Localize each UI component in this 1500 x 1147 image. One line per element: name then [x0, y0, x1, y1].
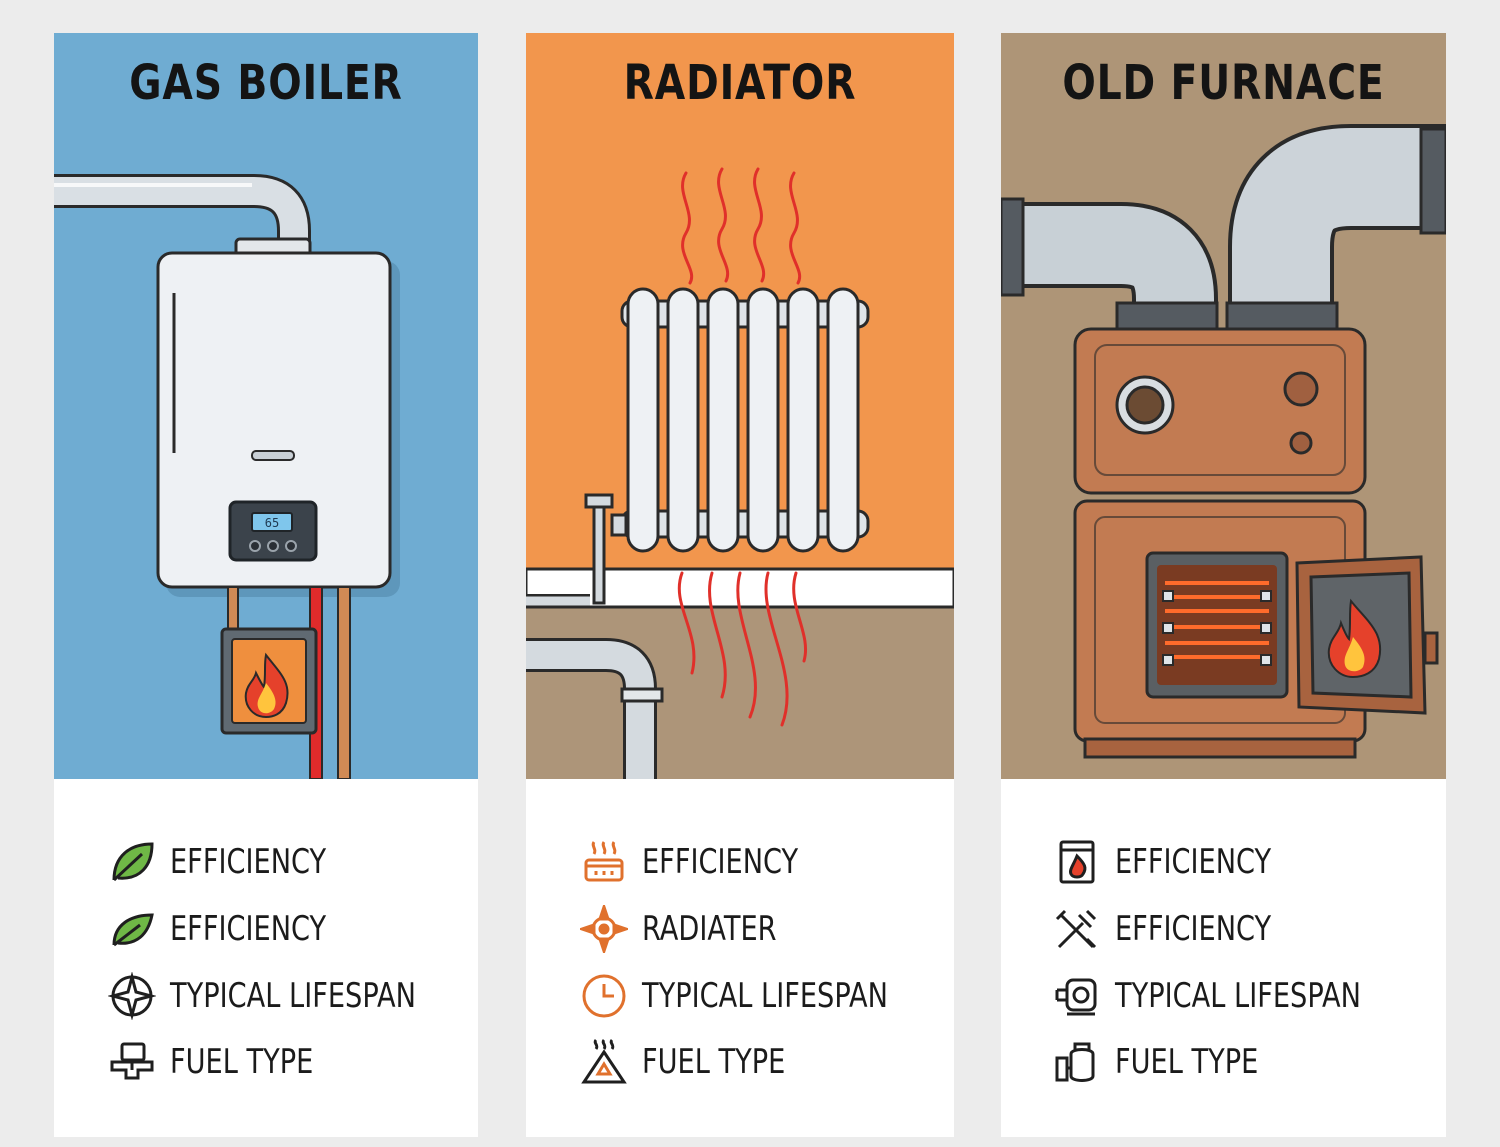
feature-item: RADIATER — [578, 904, 810, 954]
card-title: RADIATOR — [623, 55, 857, 111]
card-title: GAS BOILER — [129, 55, 403, 111]
feature-item: FUEL TYPE — [578, 1037, 821, 1087]
pipe-connector-icon — [106, 1037, 158, 1087]
feature-item: TYPICAL LIFESPAN — [106, 971, 477, 1021]
feature-label: RADIATER — [642, 909, 777, 949]
card-title: OLD FURNACE — [1062, 55, 1385, 111]
feature-label: EFFICIENCY — [1115, 909, 1272, 949]
gas-boiler-illustration: 65 GAS BOILER — [54, 33, 478, 779]
leaf-icon — [106, 837, 158, 887]
feature-item: EFFICIENCY — [1051, 904, 1310, 954]
feature-label: TYPICAL LIFESPAN — [642, 976, 888, 1016]
leaf-icon — [106, 904, 158, 954]
gas-boiler-card: 65 GAS BOILER EFFICIENCY EFF — [54, 33, 478, 1137]
crosshair-icon — [578, 904, 630, 954]
feature-item: TYPICAL LIFESPAN — [1051, 971, 1422, 1021]
feature-label: EFFICIENCY — [642, 842, 799, 882]
feature-label: FUEL TYPE — [642, 1042, 786, 1082]
feature-item: EFFICIENCY — [106, 904, 365, 954]
feature-label: FUEL TYPE — [170, 1042, 314, 1082]
clock-icon — [578, 971, 630, 1021]
feature-label: EFFICIENCY — [170, 909, 327, 949]
tools-icon — [1051, 904, 1103, 954]
feature-item: TYPICAL LIFESPAN — [578, 971, 949, 1021]
old-furnace-illustration: OLD FURNACE — [1001, 33, 1446, 779]
feature-item: EFFICIENCY — [1051, 837, 1310, 887]
feature-item: FUEL TYPE — [106, 1037, 349, 1087]
warning-heat-icon — [578, 1037, 630, 1087]
feature-label: TYPICAL LIFESPAN — [170, 976, 416, 1016]
compass-rose-icon — [106, 971, 158, 1021]
old-furnace-card: OLD FURNACE EFFICIENCY EFFICIENCY TYPICA… — [1001, 33, 1446, 1137]
heater-icon — [578, 837, 630, 887]
feature-item: EFFICIENCY — [106, 837, 365, 887]
feature-label: FUEL TYPE — [1115, 1042, 1259, 1082]
feature-item: FUEL TYPE — [1051, 1037, 1294, 1087]
radiator-card: RADIATOR EFFICIENCY RADIATER TYPICAL LIF… — [526, 33, 954, 1137]
burner-icon — [1051, 971, 1103, 1021]
radiator-illustration: RADIATOR — [526, 33, 954, 779]
feature-label: EFFICIENCY — [170, 842, 327, 882]
feature-item: EFFICIENCY — [578, 837, 837, 887]
tank-icon — [1051, 1037, 1103, 1087]
feature-label: EFFICIENCY — [1115, 842, 1272, 882]
feature-label: TYPICAL LIFESPAN — [1115, 976, 1361, 1016]
fire-box-icon — [1051, 837, 1103, 887]
boiler-display-readout: 65 — [265, 516, 279, 530]
